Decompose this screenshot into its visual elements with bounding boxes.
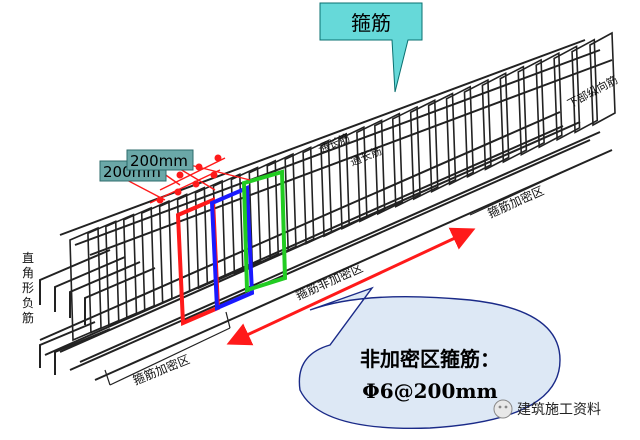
stirrup: [320, 132, 350, 238]
stirrup: [427, 92, 457, 193]
longitudinal-bar: [74, 49, 601, 246]
non-dense-callout-bubble: [298, 286, 561, 430]
stirrup: [463, 78, 492, 179]
stirrup: [194, 179, 226, 290]
dimension-dots: [156, 154, 222, 204]
non-dense-callout-line1: 非加密区箍筋：: [360, 347, 500, 371]
watermark: 建筑施工资料: [493, 399, 601, 419]
stirrup: [553, 45, 581, 142]
spacing-label-0: 200mm: [130, 152, 188, 170]
non-dense-callout-line2: Φ6@200mm: [362, 379, 497, 403]
non-dense-zone-arrow: [226, 227, 476, 346]
stirrup-callout-box: [319, 2, 423, 93]
stirrup: [445, 85, 475, 186]
stirrup: [356, 119, 386, 223]
label-corner-negative-bar: 直角形负筋: [22, 251, 34, 325]
longitudinal-bar: [59, 39, 586, 236]
stirrup: [374, 112, 404, 216]
stirrup: [589, 31, 616, 127]
stirrup: [517, 58, 545, 156]
stirrup: [481, 72, 510, 171]
stirrup: [391, 105, 421, 208]
corner-hook-bars: [39, 249, 156, 375]
spacing-label-box-0: [126, 149, 194, 171]
stirrup: [338, 125, 368, 231]
stirrup: [571, 38, 599, 134]
stirrup: [409, 98, 439, 201]
svg-text:直角形负筋: 直角形负筋: [22, 251, 34, 325]
stirrup: [499, 65, 528, 164]
stirrup-callout-text: 箍筋: [351, 11, 391, 35]
label-dense-zone-left: 箍筋加密区: [131, 351, 192, 387]
zone-boundary-lines: [104, 154, 601, 386]
stirrup: [535, 51, 563, 149]
wechat-icon: [493, 399, 513, 419]
stirrup: [284, 146, 315, 253]
watermark-text: 建筑施工资料: [517, 402, 601, 418]
